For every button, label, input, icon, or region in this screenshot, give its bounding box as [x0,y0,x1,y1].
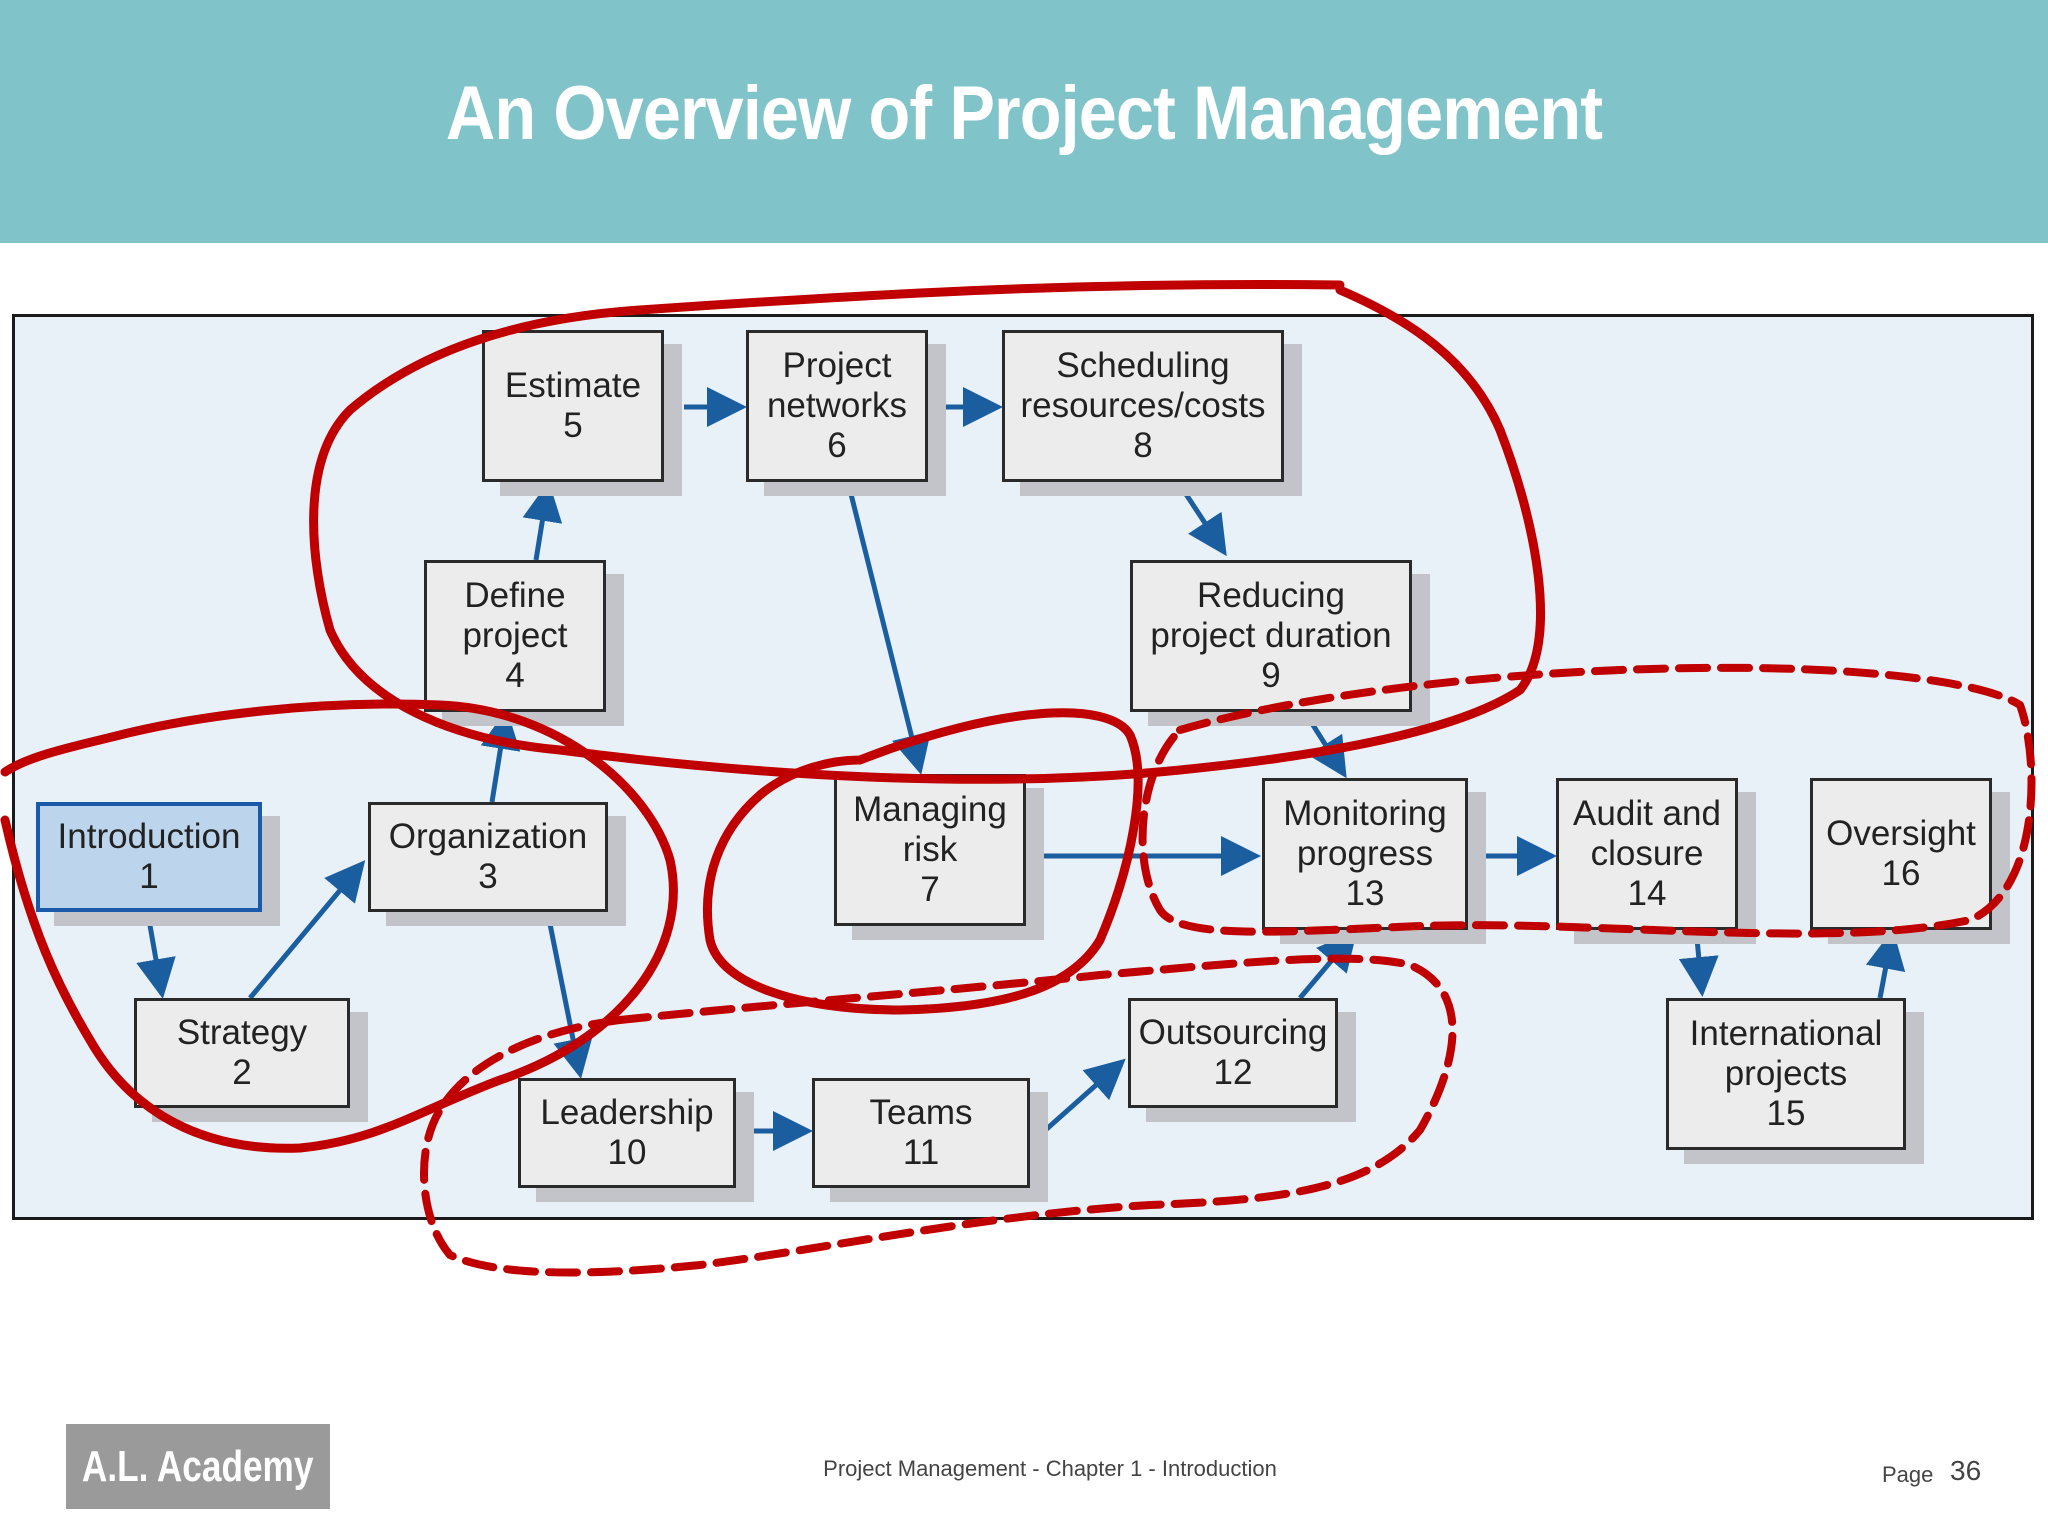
node-oversight: Oversight 16 [1810,778,1992,930]
node-number: 16 [1881,854,1921,893]
node-number: 8 [1133,426,1153,465]
node-number: 12 [1213,1053,1253,1092]
node-estimate: Estimate 5 [482,330,664,482]
node-organization: Organization 3 [368,802,608,912]
edge-4-5 [522,481,563,561]
node-label: Outsourcing [1138,1013,1328,1052]
node-label-line1: Managing [853,790,1007,829]
annotation-loop-risk [702,708,1143,1015]
node-number: 10 [607,1133,647,1172]
node-number: 4 [505,656,525,695]
annotation-loop-people [420,954,1457,1277]
node-label-line2: risk [902,830,958,869]
node-label-line1: Define [464,576,566,615]
annotation-loop-control [1138,663,2036,938]
edge-3-4 [480,709,521,803]
logo-text: A.L. Academy [82,1441,314,1491]
annotation-loop-planning [309,279,1545,784]
node-number: 9 [1261,656,1281,695]
node-number: 13 [1345,874,1385,913]
title-banner [0,0,2048,243]
academy-logo: A.L. Academy [66,1424,330,1509]
node-label-line2: resources/costs [1020,386,1266,425]
page-label: Page [1882,1462,1934,1487]
edge-1-2 [136,913,176,999]
node-monitoring-progress: Monitoring progress 13 [1262,778,1468,930]
node-number: 11 [902,1133,940,1172]
node-teams: Teams 11 [812,1078,1030,1188]
node-define-project: Define project 4 [424,560,606,712]
node-label-line1: Reducing [1197,576,1345,615]
page-number: 36 [1950,1455,1982,1486]
node-label-line1: Project [782,346,892,385]
edge-12-13 [1298,930,1358,1000]
node-label: Oversight [1826,814,1976,853]
node-managing-risk: Managing risk 7 [834,774,1026,926]
node-international-projects: International projects 15 [1666,998,1906,1150]
node-number: 7 [920,870,940,909]
node-label-line1: Scheduling [1056,346,1230,385]
annotation-loop-foundation [0,699,678,1153]
node-label: Organization [388,817,588,856]
edge-15-16 [1865,929,1906,999]
node-number: 6 [827,426,847,465]
node-label: Estimate [504,366,642,405]
node-number: 1 [139,857,159,896]
node-number: 5 [563,406,583,445]
node-scheduling-resources-costs: Scheduling resources/costs 8 [1002,330,1284,482]
edge-11-12 [1030,1058,1126,1144]
node-label-line2: projects [1724,1054,1848,1093]
node-number: 15 [1766,1094,1806,1133]
node-label: Introduction [57,817,241,856]
node-number: 3 [478,857,498,896]
node-label-line2: progress [1296,834,1434,873]
node-number: 14 [1627,874,1667,913]
node-label-line2: project [462,616,568,655]
node-label: Teams [869,1093,973,1132]
edge-8-9 [1175,480,1227,557]
node-outsourcing: Outsourcing 12 [1128,998,1338,1108]
node-label: Leadership [540,1093,714,1132]
node-audit-and-closure: Audit and closure 14 [1556,778,1738,930]
node-label: Strategy [176,1013,308,1052]
node-reducing-project-duration: Reducing project duration 9 [1130,560,1412,712]
node-strategy: Strategy 2 [134,998,350,1108]
node-leadership: Leadership 10 [518,1078,736,1188]
edge-14-15 [1678,927,1719,997]
node-project-networks: Project networks 6 [746,330,928,482]
node-label-line1: Audit and [1573,794,1721,833]
edge-2-3 [248,860,366,1000]
edge-9-13 [1303,712,1347,779]
node-label-line1: International [1689,1014,1883,1053]
slide-title: An Overview of Project Management [445,71,1603,156]
footer-subtitle: Project Management - Chapter 1 - Introdu… [823,1456,1277,1481]
node-label-line2: closure [1590,834,1704,873]
node-label-line1: Monitoring [1283,794,1447,833]
edge-6-7 [845,481,931,775]
node-introduction: Introduction 1 [36,802,262,912]
node-label-line2: project duration [1150,616,1392,655]
node-label-line2: networks [766,386,908,425]
node-number: 2 [232,1053,252,1092]
